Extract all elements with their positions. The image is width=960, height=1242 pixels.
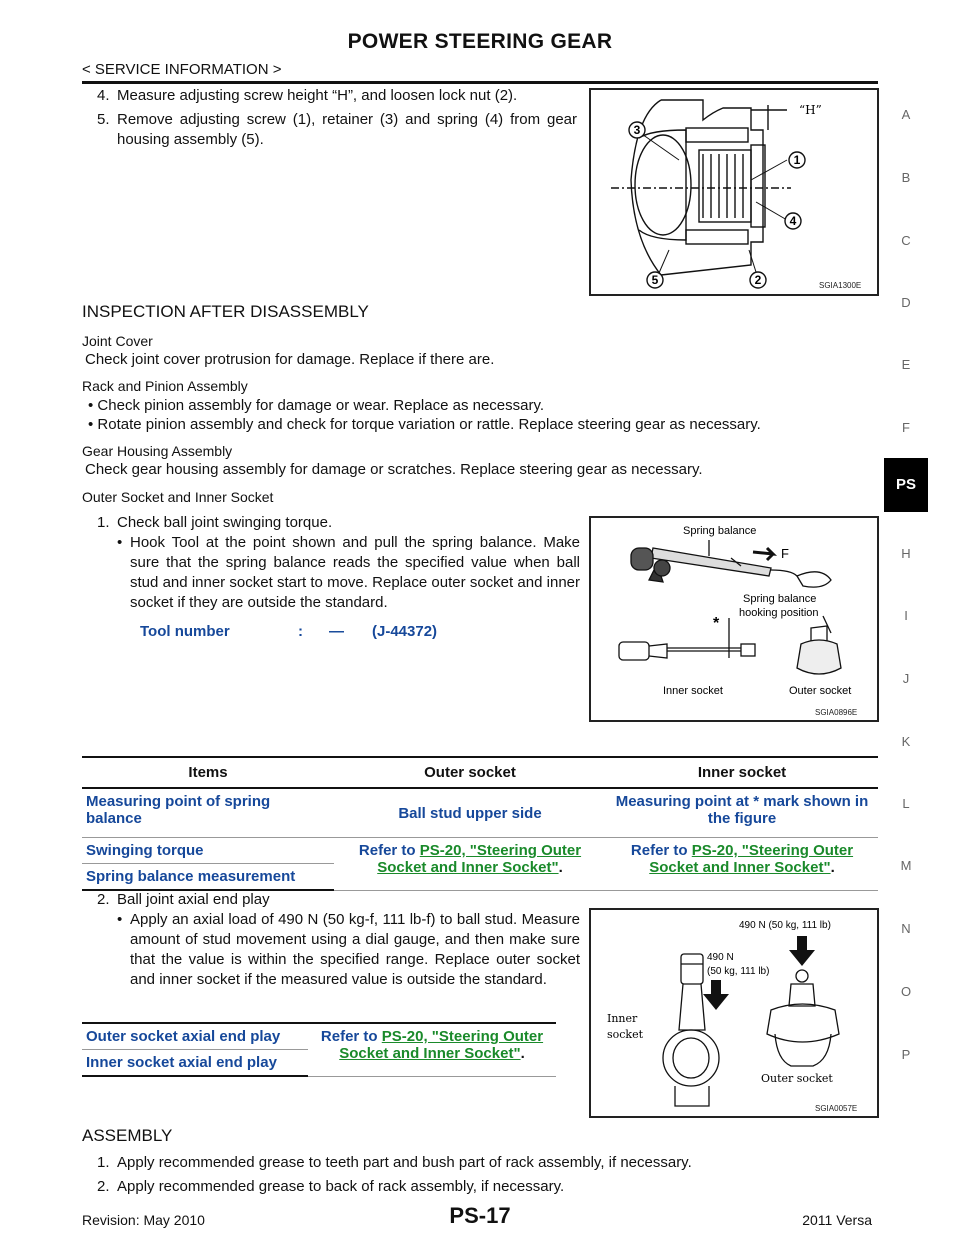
tab-h[interactable]: H bbox=[901, 546, 911, 561]
tab-d[interactable]: D bbox=[901, 295, 911, 310]
tab-c[interactable]: C bbox=[901, 233, 911, 248]
model-label: 2011 Versa bbox=[802, 1212, 872, 1228]
callout-5: 5 bbox=[652, 273, 659, 287]
page-number: PS-17 bbox=[449, 1203, 511, 1228]
spring-balance-illustration: F Spring balance Spring balance hooking … bbox=[618, 525, 851, 697]
hooking-label-1: Spring balance bbox=[743, 593, 816, 605]
table-row: Swinging torque Refer to PS-20, "Steerin… bbox=[82, 837, 878, 891]
h-dimension-label: “H” bbox=[799, 103, 822, 117]
gear-housing-text: Check gear housing assembly for damage o… bbox=[85, 461, 703, 478]
tab-ps[interactable]: PS bbox=[884, 458, 928, 512]
table-row: Outer socket axial end play Refer to PS-… bbox=[82, 1022, 556, 1077]
load-label-left-1: 490 N bbox=[707, 952, 734, 963]
inner-socket-label: Inner socket bbox=[663, 685, 723, 697]
tab-p[interactable]: P bbox=[901, 1047, 911, 1062]
figure-code: SGIA0057E bbox=[815, 1104, 858, 1113]
figure-code: SGIA1300E bbox=[819, 281, 862, 290]
tab-f[interactable]: F bbox=[902, 420, 910, 435]
callout-4: 4 bbox=[790, 214, 797, 228]
inner-label-2: socket bbox=[607, 1028, 644, 1041]
tab-a[interactable]: A bbox=[901, 107, 911, 122]
table-row: Inner socket axial end play bbox=[82, 1049, 556, 1077]
link-ps-20[interactable]: PS-20, "Steering Outer Socket and Inner … bbox=[339, 1028, 544, 1062]
tab-j[interactable]: J bbox=[902, 671, 910, 686]
measuring-mark: * bbox=[713, 615, 720, 632]
step-2-axial: 2. Ball joint axial end play bbox=[97, 891, 270, 908]
link-ps-20[interactable]: PS-20, "Steering Outer Socket and Inner … bbox=[377, 842, 582, 876]
revision-label: Revision: May 2010 bbox=[82, 1212, 205, 1228]
section-label: < SERVICE INFORMATION > bbox=[82, 61, 282, 78]
step-5: 5. Remove adjusting screw (1), retainer … bbox=[97, 111, 577, 148]
step-1-bullet: • Hook Tool at the point shown and pull … bbox=[117, 534, 580, 611]
axial-load-illustration: 490 N (50 kg, 111 lb) 490 N (50 kg, 111 … bbox=[607, 920, 840, 1107]
load-label-left-2: (50 kg, 111 lb) bbox=[707, 966, 769, 977]
col-header-outer: Outer socket bbox=[334, 756, 606, 789]
figure-code: SGIA0896E bbox=[815, 708, 858, 717]
step-2-bullet: • Apply an axial load of 490 N (50 kg-f,… bbox=[117, 911, 580, 988]
axial-end-play-table: Outer socket axial end play Refer to PS-… bbox=[82, 1022, 556, 1077]
section-heading-inspection: INSPECTION AFTER DISASSEMBLY bbox=[82, 302, 369, 321]
joint-cover-text: Check joint cover protrusion for damage.… bbox=[85, 351, 495, 368]
tab-b[interactable]: B bbox=[901, 170, 911, 185]
rack-pinion-bullet-2: • Rotate pinion assembly and check for t… bbox=[88, 416, 761, 433]
subheading-rack-pinion: Rack and Pinion Assembly bbox=[82, 378, 248, 394]
col-header-inner: Inner socket bbox=[606, 756, 878, 789]
subheading-gear-housing: Gear Housing Assembly bbox=[82, 443, 233, 459]
gear-housing-illustration: “H” 3 1 4 5 2 bbox=[611, 99, 822, 289]
assembly-step-1: 1. Apply recommended grease to teeth par… bbox=[97, 1154, 692, 1171]
callout-1: 1 bbox=[794, 153, 801, 167]
col-header-items: Items bbox=[82, 756, 334, 789]
table-row: Spring balance measurement bbox=[82, 863, 878, 891]
header-rule bbox=[82, 81, 878, 84]
outer-label: Outer socket bbox=[761, 1072, 833, 1085]
tab-m[interactable]: M bbox=[900, 858, 912, 873]
rack-pinion-bullet-1: • Check pinion assembly for damage or we… bbox=[88, 397, 545, 414]
link-ps-20[interactable]: PS-20, "Steering Outer Socket and Inner … bbox=[649, 842, 854, 876]
subheading-joint-cover: Joint Cover bbox=[82, 333, 153, 349]
figure-axial-load: 490 N (50 kg, 111 lb) 490 N (50 kg, 111 … bbox=[589, 908, 879, 1118]
section-heading-assembly: ASSEMBLY bbox=[82, 1126, 173, 1145]
refer-cell-inner: Refer to PS-20, "Steering Outer Socket a… bbox=[606, 837, 878, 891]
tab-i[interactable]: I bbox=[904, 608, 908, 623]
page-title: POWER STEERING GEAR bbox=[347, 30, 613, 53]
inner-label-1: Inner bbox=[607, 1012, 638, 1025]
spring-balance-label: Spring balance bbox=[683, 525, 756, 537]
tab-o[interactable]: O bbox=[900, 984, 912, 999]
step-4: 4. Measure adjusting screw height “H”, a… bbox=[97, 87, 518, 104]
tab-l[interactable]: L bbox=[902, 796, 910, 811]
callout-2: 2 bbox=[755, 273, 762, 287]
tab-e[interactable]: E bbox=[901, 357, 911, 372]
figure-adjusting-screw: “H” 3 1 4 5 2 SGIA1300E bbox=[589, 88, 879, 296]
refer-cell-outer: Refer to PS-20, "Steering Outer Socket a… bbox=[334, 837, 606, 891]
force-label: F bbox=[781, 546, 789, 561]
callout-3: 3 bbox=[634, 123, 641, 137]
load-label-top: 490 N (50 kg, 111 lb) bbox=[739, 920, 831, 931]
hooking-label-2: hooking position bbox=[739, 607, 819, 619]
outer-socket-label: Outer socket bbox=[789, 685, 851, 697]
tool-number-row: Tool number : — (J-44372) bbox=[140, 623, 438, 640]
subheading-outer-inner-socket: Outer Socket and Inner Socket bbox=[82, 489, 274, 505]
tab-n[interactable]: N bbox=[901, 921, 911, 936]
refer-cell-axial: Refer to PS-20, "Steering Outer Socket a… bbox=[308, 1022, 556, 1077]
table-row: Measuring point of spring balance Ball s… bbox=[82, 788, 878, 838]
step-1-check: 1. Check ball joint swinging torque. bbox=[97, 514, 333, 531]
figure-spring-balance: F Spring balance Spring balance hooking … bbox=[589, 516, 879, 722]
assembly-step-2: 2. Apply recommended grease to back of r… bbox=[97, 1178, 565, 1195]
tab-k[interactable]: K bbox=[901, 734, 911, 749]
swinging-torque-table: Items Outer socket Inner socket Measurin… bbox=[82, 756, 878, 891]
